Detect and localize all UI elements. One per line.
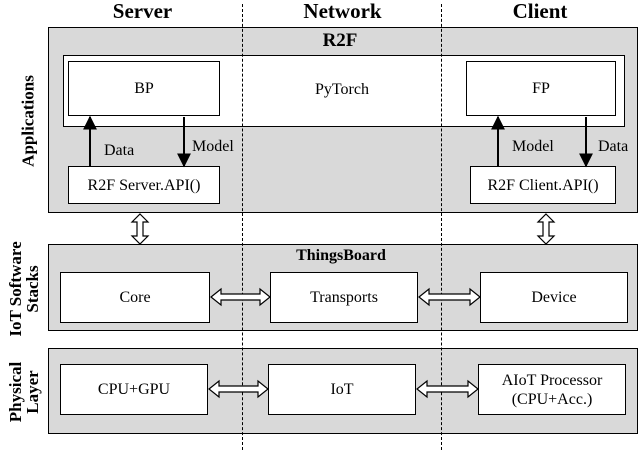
cpu-iot-double-arrow <box>208 379 269 399</box>
bp-box: BP <box>68 61 220 116</box>
cpu-gpu-box: CPU+GPU <box>60 364 208 415</box>
core-label: Core <box>119 289 151 306</box>
transports-box: Transports <box>270 272 418 323</box>
client-api-box: R2F Client.API() <box>470 166 616 204</box>
server-model-label: Model <box>192 138 234 155</box>
aiot-processor-label: AIoT Processor (CPU+Acc.) <box>501 371 603 408</box>
column-header-server: Server <box>112 0 173 23</box>
core-transports-double-arrow <box>210 287 271 307</box>
client-vertical-double-arrow <box>536 213 556 245</box>
iot-aiot-double-arrow <box>416 379 479 399</box>
cpu-gpu-label: CPU+GPU <box>97 381 171 398</box>
aiot-processor-box: AIoT Processor (CPU+Acc.) <box>478 364 626 415</box>
server-data-label: Data <box>104 142 135 159</box>
pytorch-label: PyTorch <box>315 81 369 98</box>
fp-label: FP <box>532 80 550 97</box>
column-header-client: Client <box>512 0 568 23</box>
server-vertical-double-arrow <box>130 213 150 245</box>
client-data-label: Data <box>598 138 629 155</box>
client-model-label: Model <box>512 138 554 155</box>
r2f-title: R2F <box>322 30 358 51</box>
thingsboard-title: ThingsBoard <box>296 247 386 264</box>
bp-label: BP <box>134 80 154 97</box>
server-api-box: R2F Server.API() <box>68 166 220 204</box>
fp-box: FP <box>466 61 616 116</box>
column-header-network: Network <box>303 0 382 23</box>
device-box: Device <box>480 272 628 323</box>
transports-device-double-arrow <box>418 287 481 307</box>
server-network-divider <box>242 4 243 450</box>
transports-label: Transports <box>310 289 378 306</box>
client-api-label: R2F Client.API() <box>487 176 599 194</box>
device-label: Device <box>531 289 577 306</box>
iot-box: IoT <box>268 364 416 415</box>
core-box: Core <box>60 272 210 323</box>
network-client-divider <box>441 4 442 450</box>
server-api-label: R2F Server.API() <box>87 176 201 194</box>
iot-label: IoT <box>330 381 354 398</box>
